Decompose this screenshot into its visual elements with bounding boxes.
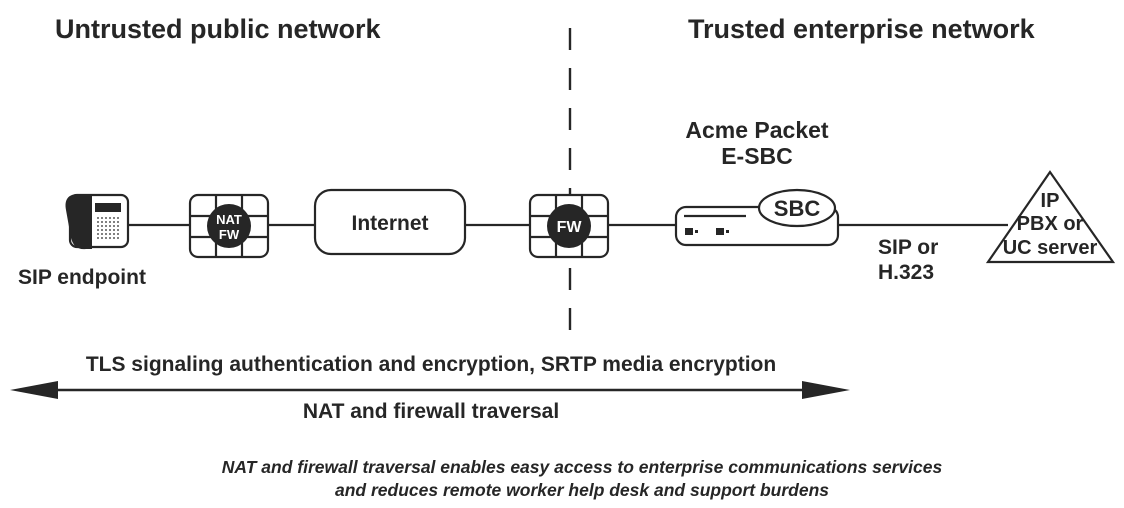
pbx-label-line3: UC server xyxy=(1003,237,1098,259)
firewall-icon: FW xyxy=(528,193,610,259)
caption-line2: and reduces remote worker help desk and … xyxy=(335,480,829,500)
internet-label: Internet xyxy=(351,212,428,235)
nat-fw-label: FW xyxy=(219,227,240,242)
arrow-top-label: TLS signaling authentication and encrypt… xyxy=(86,353,776,376)
trusted-network-header: Trusted enterprise network xyxy=(688,14,1036,44)
sbc-appliance-icon: SBC xyxy=(674,188,840,247)
sbc-title-line2: E-SBC xyxy=(721,143,793,169)
sip-endpoint-label: SIP endpoint xyxy=(18,266,146,289)
internet-cloud xyxy=(313,188,467,256)
double-arrow xyxy=(10,381,850,399)
sip-phone-icon xyxy=(65,193,130,250)
protocol-label-line2: H.323 xyxy=(878,261,934,284)
nat-label: NAT xyxy=(216,212,242,227)
arrow-bottom-label: NAT and firewall traversal xyxy=(303,400,559,423)
sbc-title-line1: Acme Packet xyxy=(685,117,829,143)
protocol-label-line1: SIP or xyxy=(878,236,938,259)
pbx-label-line1: IP xyxy=(1041,190,1060,212)
caption-line1: NAT and firewall traversal enables easy … xyxy=(222,457,943,477)
untrusted-network-header: Untrusted public network xyxy=(55,14,382,44)
nat-firewall-icon: NAT FW xyxy=(188,193,270,259)
ip-pbx-server-icon: IP PBX or UC server xyxy=(985,170,1116,264)
pbx-label-line2: PBX or xyxy=(1017,213,1084,235)
sbc-badge-label: SBC xyxy=(774,196,821,221)
firewall-label: FW xyxy=(557,219,583,236)
